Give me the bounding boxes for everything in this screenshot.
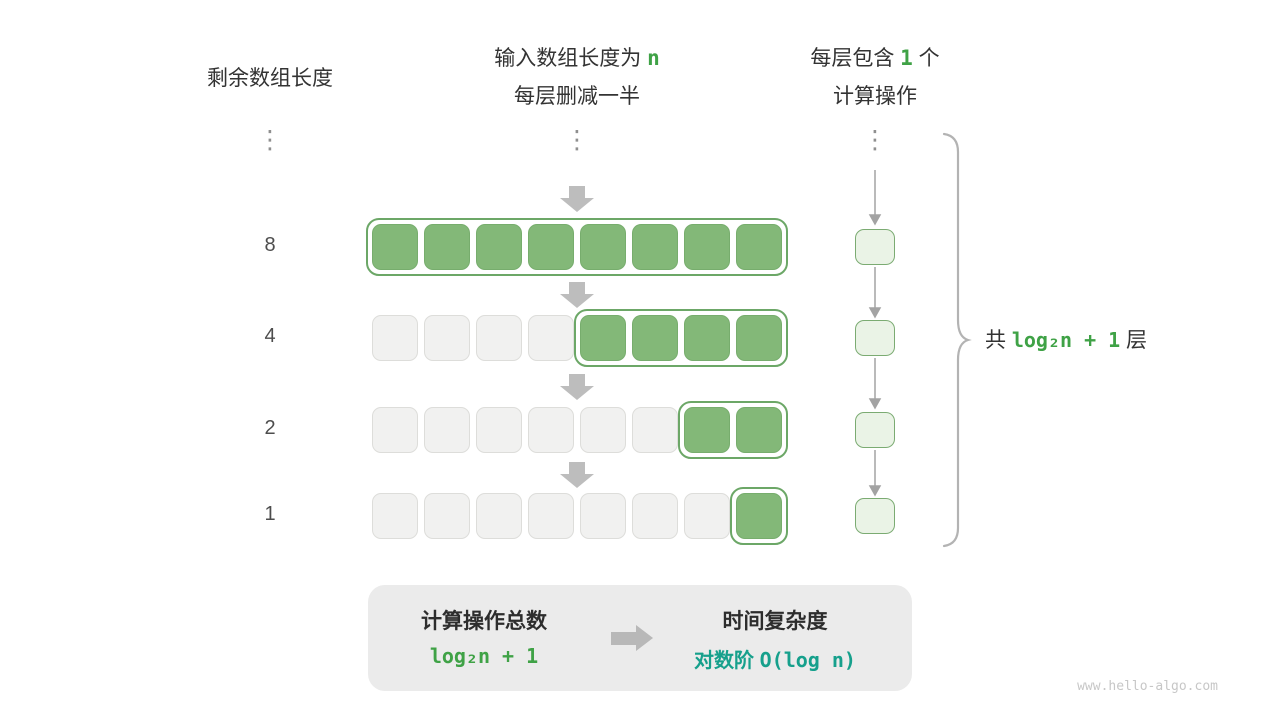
operation-cell bbox=[855, 320, 895, 356]
operation-cell bbox=[855, 498, 895, 534]
layer-count-formula: log₂n + 1 bbox=[1011, 328, 1121, 352]
remaining-cell bbox=[580, 224, 626, 270]
removed-cell bbox=[580, 407, 626, 453]
ellipsis-right: ⋮ bbox=[862, 126, 888, 154]
header-left-text: 剩余数组长度 bbox=[207, 67, 333, 90]
row-label: 4 bbox=[264, 325, 276, 347]
remaining-cell bbox=[372, 224, 418, 270]
remaining-cell bbox=[736, 493, 782, 539]
removed-cell bbox=[632, 407, 678, 453]
summary-box: 计算操作总数 log₂n + 1 时间复杂度 对数阶 O(log n) bbox=[368, 585, 912, 691]
array-row bbox=[372, 401, 788, 459]
col-header-ops-per-layer: 每层包含 1 个 计算操作 bbox=[725, 39, 1025, 116]
remaining-group bbox=[366, 218, 788, 276]
removed-cell bbox=[476, 315, 522, 361]
removed-cell bbox=[476, 493, 522, 539]
n-highlight: n bbox=[647, 46, 660, 70]
ellipsis-left: ⋮ bbox=[257, 126, 283, 154]
remaining-cell bbox=[580, 315, 626, 361]
array-row bbox=[366, 218, 788, 276]
time-complexity-title: 时间复杂度 bbox=[722, 610, 828, 633]
remaining-cell bbox=[528, 224, 574, 270]
time-complexity-value: 对数阶 O(log n) bbox=[694, 648, 856, 672]
brace bbox=[942, 132, 972, 548]
removed-cell bbox=[528, 407, 574, 453]
header-right-line1: 每层包含 1 个 bbox=[810, 46, 940, 70]
row-label: 2 bbox=[264, 417, 276, 439]
removed-cell bbox=[372, 407, 418, 453]
ellipsis-center: ⋮ bbox=[564, 126, 590, 154]
remaining-cell bbox=[684, 224, 730, 270]
removed-cell bbox=[580, 493, 626, 539]
remaining-cell bbox=[632, 224, 678, 270]
time-complexity-stat: 时间复杂度 对数阶 O(log n) bbox=[645, 585, 905, 691]
header-center-line1: 输入数组长度为 n bbox=[494, 46, 660, 70]
remaining-group bbox=[678, 401, 788, 459]
operation-cell bbox=[855, 412, 895, 448]
operation-cell bbox=[855, 229, 895, 265]
array-row bbox=[372, 487, 788, 545]
ops-total-stat: 计算操作总数 log₂n + 1 bbox=[368, 585, 600, 691]
remaining-cell bbox=[736, 315, 782, 361]
removed-cell bbox=[528, 493, 574, 539]
remaining-cell bbox=[684, 315, 730, 361]
array-row bbox=[372, 309, 788, 367]
ops-total-title: 计算操作总数 bbox=[421, 610, 547, 633]
remaining-cell bbox=[736, 407, 782, 453]
removed-cell bbox=[372, 315, 418, 361]
removed-cell bbox=[684, 493, 730, 539]
removed-cell bbox=[476, 407, 522, 453]
layer-count-label: 共 log₂n + 1 层 bbox=[985, 328, 1148, 352]
remaining-cell bbox=[476, 224, 522, 270]
row-label: 8 bbox=[264, 234, 276, 256]
one-highlight: 1 bbox=[900, 46, 913, 70]
removed-cell bbox=[528, 315, 574, 361]
ops-total-formula: log₂n + 1 bbox=[429, 644, 539, 668]
col-header-input-array: 输入数组长度为 n 每层删减一半 bbox=[377, 39, 777, 116]
remaining-cell bbox=[736, 224, 782, 270]
removed-cell bbox=[632, 493, 678, 539]
removed-cell bbox=[424, 407, 470, 453]
remaining-cell bbox=[632, 315, 678, 361]
remaining-cell bbox=[424, 224, 470, 270]
col-header-remaining-length: 剩余数组长度 bbox=[120, 60, 420, 98]
watermark: www.hello-algo.com bbox=[1077, 679, 1218, 694]
remaining-group bbox=[730, 487, 788, 545]
header-center-line2: 每层删减一半 bbox=[514, 85, 640, 108]
removed-cell bbox=[424, 315, 470, 361]
removed-cell bbox=[372, 493, 418, 539]
removed-cell bbox=[424, 493, 470, 539]
header-right-line2: 计算操作 bbox=[833, 85, 917, 108]
remaining-cell bbox=[684, 407, 730, 453]
right-arrow-icon bbox=[611, 625, 653, 651]
row-label: 1 bbox=[264, 503, 276, 525]
remaining-group bbox=[574, 309, 788, 367]
